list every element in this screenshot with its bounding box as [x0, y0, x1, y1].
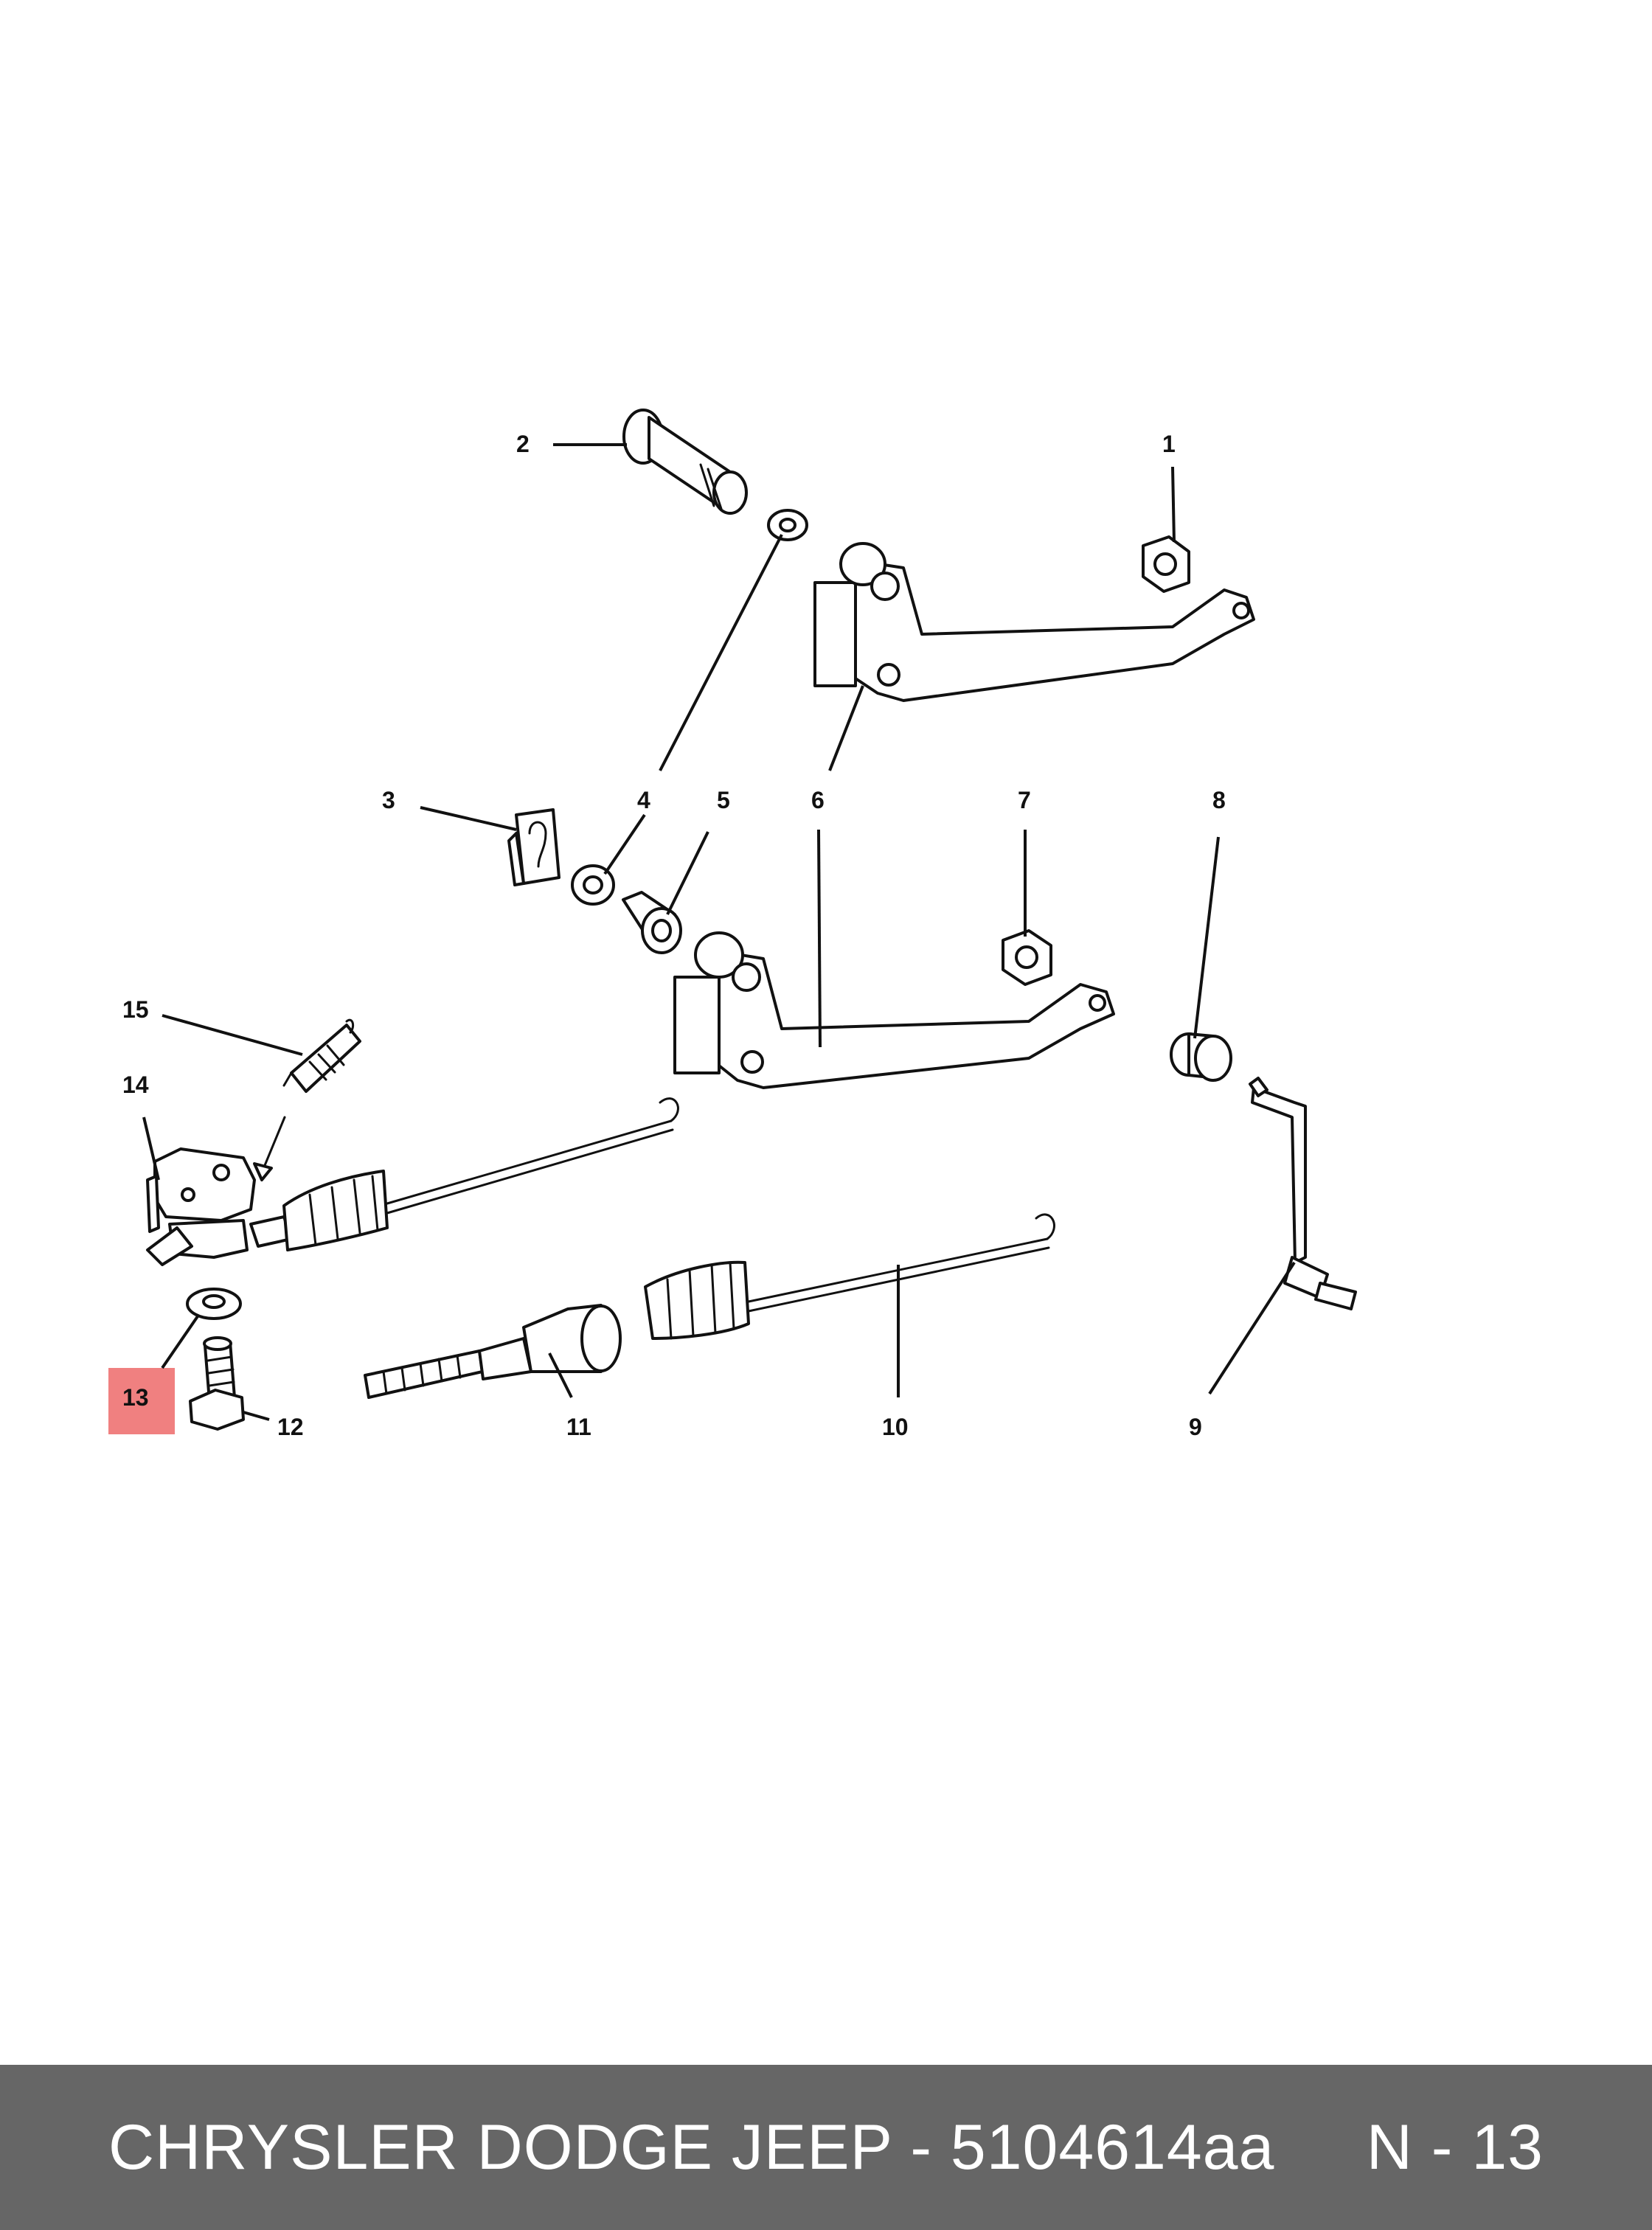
part-13-washer	[186, 1288, 242, 1320]
part-2-pivot-bolt	[622, 409, 748, 515]
callout-13-highlight	[108, 1368, 175, 1434]
callout-2: 2	[516, 431, 530, 457]
part-15-spring-pin	[253, 1018, 361, 1181]
part-4-washer-lower	[571, 864, 615, 906]
callout-6: 6	[811, 787, 825, 813]
part-10-cable-boot	[644, 1213, 1055, 1340]
callout-14: 14	[122, 1071, 149, 1098]
callout-12: 12	[277, 1414, 304, 1440]
footer-part-info: CHRYSLER DODGE JEEP - 5104614aa N - 13	[108, 2111, 1544, 2183]
part-8-bushing-right	[1170, 1032, 1232, 1082]
callout-labels: 1 2 3 4 5 6 7 8 9 10 11 12 13 14 15	[122, 431, 1226, 1440]
part-7-nut-lower	[1002, 929, 1052, 986]
callout-13: 13	[122, 1384, 149, 1411]
callout-1: 1	[1162, 431, 1176, 457]
callout-7: 7	[1018, 787, 1031, 813]
callout-5: 5	[717, 787, 730, 813]
upper-cable-assembly	[249, 1097, 679, 1251]
part-6-pedal-arm-upper	[813, 542, 1255, 702]
part-14-switch-bracket	[146, 1147, 256, 1266]
part-9-crank-rod	[1249, 1077, 1357, 1310]
part-1-nut-upper	[1142, 535, 1190, 593]
part-11-cable-end	[364, 1304, 622, 1399]
part-5-bushing	[622, 891, 682, 954]
parts-diagram: 1 2 3 4 5 6 7 8 9 10 11 12 13 14 15	[108, 409, 1357, 1440]
footer-bar: CHRYSLER DODGE JEEP - 5104614aa N - 13	[0, 2065, 1652, 2230]
callout-15: 15	[122, 996, 149, 1023]
callout-9: 9	[1189, 1414, 1202, 1440]
part-12-bolt	[189, 1336, 245, 1431]
callout-8: 8	[1212, 787, 1226, 813]
leader-lines	[142, 443, 1296, 1421]
part-4-washer-upper	[767, 509, 808, 541]
part-3-retainer-clip	[507, 808, 560, 886]
callout-3: 3	[382, 787, 395, 813]
callout-11: 11	[566, 1414, 591, 1440]
part-6-pedal-arm-lower	[673, 931, 1115, 1089]
callout-10: 10	[882, 1414, 909, 1440]
callout-4: 4	[637, 787, 650, 813]
